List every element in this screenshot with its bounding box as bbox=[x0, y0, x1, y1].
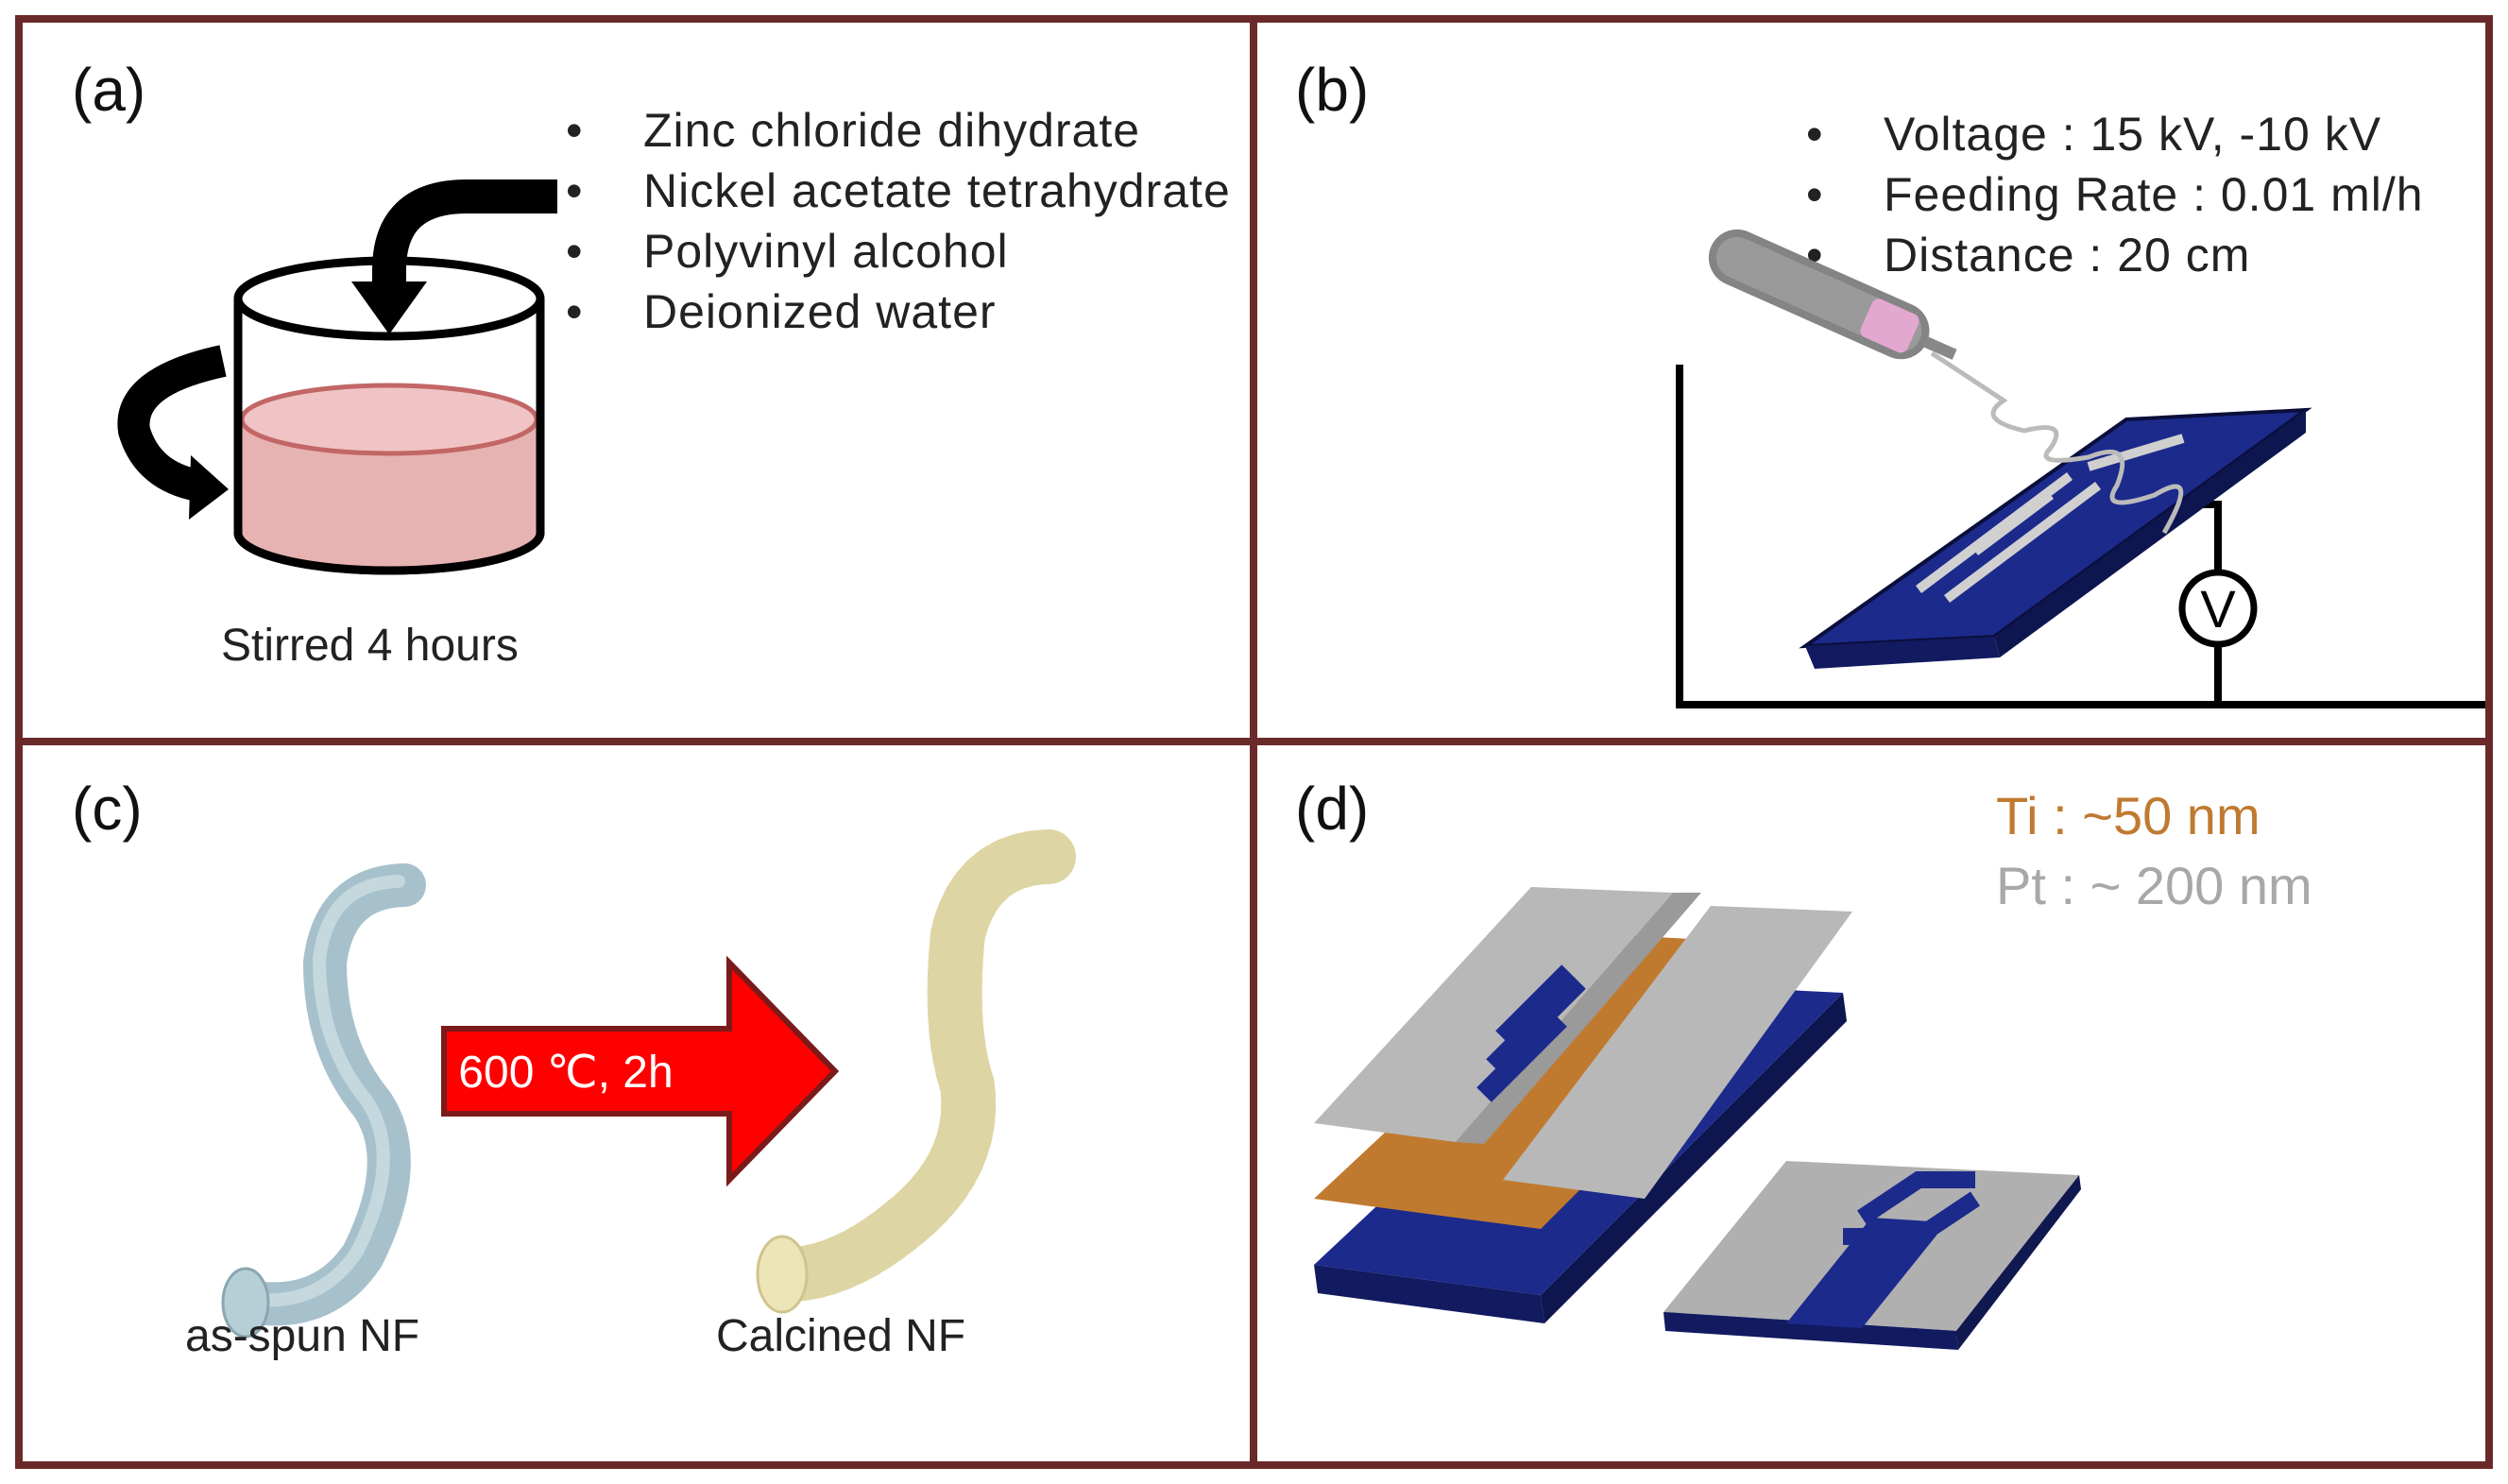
voltmeter-symbol: V bbox=[2200, 579, 2236, 639]
panel-b: (b) •Voltage : 15 kV, -10 kV •Feeding Ra… bbox=[1257, 23, 2485, 738]
electrospinning-setup-illustration: V bbox=[1676, 229, 2485, 708]
pt-thickness-label: Pt : ~ 200 nm bbox=[1996, 856, 2312, 915]
pink-solution bbox=[242, 419, 537, 569]
stirred-caption: Stirred 4 hours bbox=[221, 621, 519, 671]
condition-item: •Voltage : 15 kV, -10 kV bbox=[1806, 108, 2382, 161]
condition-item: •Feeding Rate : 0.01 ml/h bbox=[1806, 168, 2424, 221]
panel-a: (a) •Zinc chloride dihydrate •Nickel ace… bbox=[23, 23, 1250, 738]
as-spun-caption: as-spun NF bbox=[185, 1311, 420, 1361]
panel-c-label: (c) bbox=[72, 775, 143, 843]
as-spun-nanofiber bbox=[233, 863, 426, 1326]
heating-arrow bbox=[441, 955, 840, 1187]
panel-a-label: (a) bbox=[72, 56, 146, 124]
calcined-caption: Calcined NF bbox=[716, 1311, 966, 1361]
pt-layer bbox=[1314, 887, 1852, 1199]
voltmeter-icon bbox=[2178, 569, 2258, 648]
ingredient-item: •Nickel acetate tetrahydrate bbox=[566, 164, 1231, 217]
heating-condition-text: 600 ℃, 2h bbox=[458, 1048, 673, 1098]
pour-arrow-icon bbox=[372, 179, 557, 287]
electrode-stack-illustration bbox=[1314, 887, 2081, 1350]
device-serpentine bbox=[1843, 1171, 1980, 1245]
ingredient-item: •Zinc chloride dihydrate bbox=[566, 104, 1141, 157]
panel-b-conditions-list: •Voltage : 15 kV, -10 kV •Feeding Rate :… bbox=[1806, 104, 2424, 285]
panel-c: (c) 600 ℃, 2h as-spun NF Calcined NF bbox=[23, 745, 1250, 1461]
syringe-icon bbox=[1708, 229, 1957, 360]
ingredient-item: •Deionized water bbox=[566, 285, 997, 338]
rotation-arrow-icon bbox=[117, 345, 227, 502]
ti-thickness-label: Ti : ~50 nm bbox=[1996, 786, 2261, 845]
condition-item: •Distance : 20 cm bbox=[1806, 229, 2251, 281]
stirred-beaker-illustration bbox=[117, 179, 557, 575]
panel-a-ingredients-list: •Zinc chloride dihydrate •Nickel acetate… bbox=[566, 100, 1231, 342]
device-blue-center bbox=[1786, 1218, 1947, 1328]
panel-d-label: (d) bbox=[1295, 775, 1370, 843]
nanofiber-jet bbox=[1930, 350, 2184, 535]
panel-b-label: (b) bbox=[1295, 56, 1370, 124]
ingredient-item: •Polyvinyl alcohol bbox=[566, 225, 1009, 278]
panel-d: (d) Ti : ~50 nm Pt : ~ 200 nm bbox=[1257, 745, 2485, 1461]
calcination-illustration: 600 ℃, 2h bbox=[221, 829, 1076, 1339]
